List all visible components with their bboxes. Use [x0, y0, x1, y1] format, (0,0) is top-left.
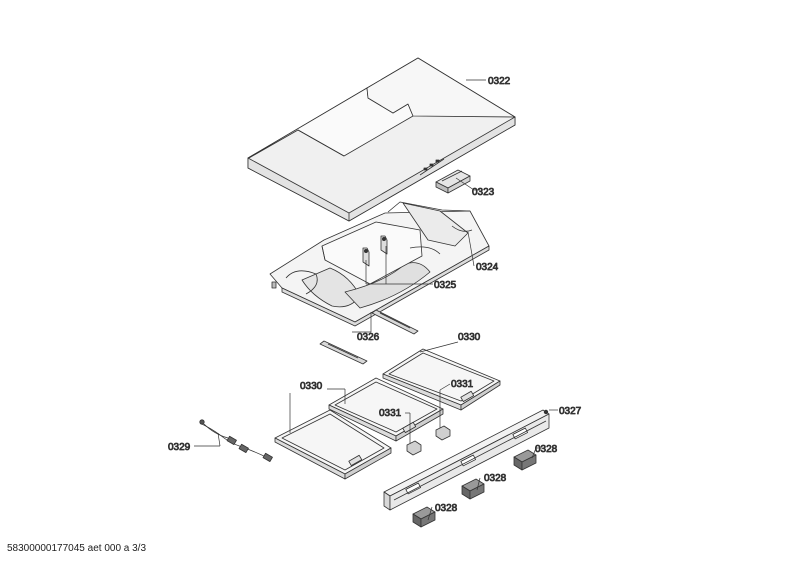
hinge-bracket-part [362, 235, 388, 267]
label-0327: 0327 [559, 406, 582, 417]
switch-module-part [435, 169, 471, 194]
label-0325: 0325 [434, 280, 457, 291]
label-0329: 0329 [168, 442, 191, 453]
top-cover-part [247, 57, 516, 222]
filter-rail-part [319, 309, 419, 365]
connector-part [412, 506, 436, 528]
label-0326: 0326 [357, 332, 380, 343]
label-0324: 0324 [476, 262, 499, 273]
grease-filter-part [328, 377, 444, 442]
label-0330-top: 0330 [458, 332, 481, 343]
grease-filter-part [274, 409, 392, 480]
cable-part [199, 419, 273, 462]
leader-lines [194, 79, 558, 521]
label-0331-left: 0331 [379, 408, 402, 419]
label-0331-right: 0331 [451, 379, 474, 390]
label-0328-left: 0328 [435, 503, 458, 514]
housing-part [269, 201, 490, 327]
label-0330-left: 0330 [300, 381, 323, 392]
filter-latch-part [406, 425, 451, 456]
drawing-number: 58300000177045 aet 000 a 3/3 [7, 543, 147, 554]
label-0323: 0323 [472, 187, 495, 198]
label-0322: 0322 [488, 76, 511, 87]
connector-part [513, 449, 537, 471]
front-strip-part [383, 409, 550, 511]
grease-filter-part [382, 348, 501, 411]
label-0328-right: 0328 [535, 444, 558, 455]
connector-part [461, 478, 485, 500]
label-0328-middle: 0328 [484, 473, 507, 484]
